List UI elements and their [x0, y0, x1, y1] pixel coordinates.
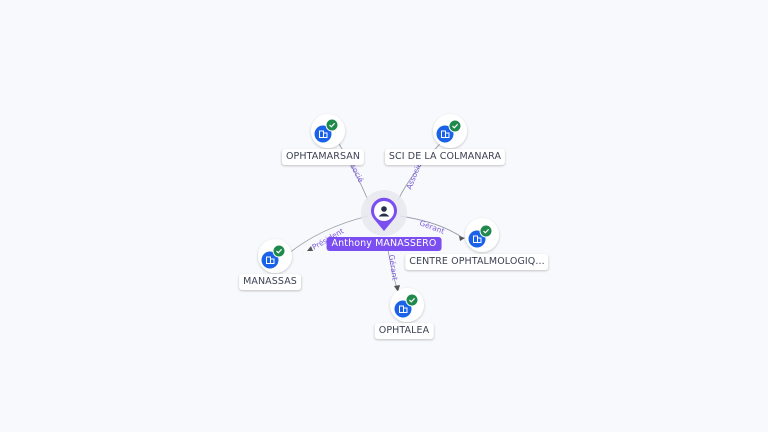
company-label-ophtalea[interactable]: OPHTALEA — [374, 323, 434, 339]
company-label-manassas[interactable]: MANASSAS — [239, 274, 301, 290]
arrow-ophtalea — [394, 285, 400, 292]
edge-label-centre-ophtalmologique: Gérant — [418, 218, 445, 235]
company-label-ophtamarsan[interactable]: OPHTAMARSAN — [281, 149, 365, 165]
company-node-centre-ophtalmologique[interactable] — [465, 218, 499, 252]
verified-icon — [479, 224, 493, 238]
edge-ophtamarsan — [337, 141, 369, 201]
edge-centre-ophtalmologique — [399, 215, 464, 239]
company-node-ophtalea[interactable] — [390, 288, 424, 322]
edge-manassas — [287, 215, 369, 255]
edge-label-sci-de-la-colmanara: Associé — [405, 161, 424, 191]
verified-icon — [448, 119, 462, 133]
arrow-centre — [459, 236, 465, 241]
building-icon — [399, 305, 408, 313]
center-person-node[interactable] — [361, 190, 407, 236]
company-label-centre-ophtalmologique[interactable]: CENTRE OPHTALMOLOGIQ... — [405, 254, 549, 270]
building-icon — [266, 256, 275, 264]
building-icon — [441, 130, 450, 138]
edge-label-ophtalea: Gérant — [387, 254, 400, 281]
building-icon — [319, 130, 328, 138]
building-icon — [473, 235, 482, 243]
company-label-sci-de-la-colmanara[interactable]: SCI DE LA COLMANARA — [384, 149, 506, 165]
company-node-manassas[interactable] — [258, 239, 292, 273]
company-node-sci-de-la-colmanara[interactable] — [433, 114, 467, 148]
company-node-ophtamarsan[interactable] — [311, 114, 345, 148]
edges — [287, 141, 465, 293]
verified-icon — [272, 244, 286, 258]
person-icon — [378, 206, 390, 217]
center-person-label[interactable]: Anthony MANASSERO — [326, 237, 442, 251]
verified-icon — [405, 293, 419, 307]
verified-icon — [325, 118, 339, 132]
arrow-manassas — [307, 246, 313, 251]
